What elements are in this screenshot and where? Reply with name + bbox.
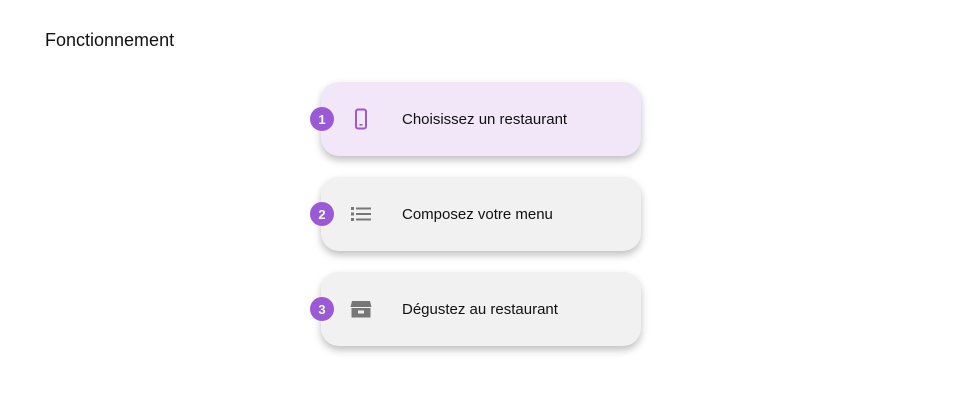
step-number-badge: 2 [310, 202, 334, 226]
list-icon [349, 202, 373, 226]
step-card-2[interactable]: 2 Composez votre menu [310, 177, 641, 251]
smartphone-icon [349, 107, 373, 131]
step-label: Choisissez un restaurant [402, 110, 568, 128]
step-label: Composez votre menu [402, 205, 553, 223]
store-icon [349, 297, 373, 321]
step-number-badge: 1 [310, 107, 334, 131]
step-number-badge: 3 [310, 297, 334, 321]
step-card-1[interactable]: 1 Choisissez un restaurant [310, 82, 641, 156]
step-card-3[interactable]: 3 Dégustez au restaurant [310, 272, 641, 346]
steps-list: 1 Choisissez un restaurant 2 [310, 82, 641, 367]
step-label: Dégustez au restaurant [402, 300, 558, 318]
page-title: Fonctionnement [45, 30, 175, 50]
